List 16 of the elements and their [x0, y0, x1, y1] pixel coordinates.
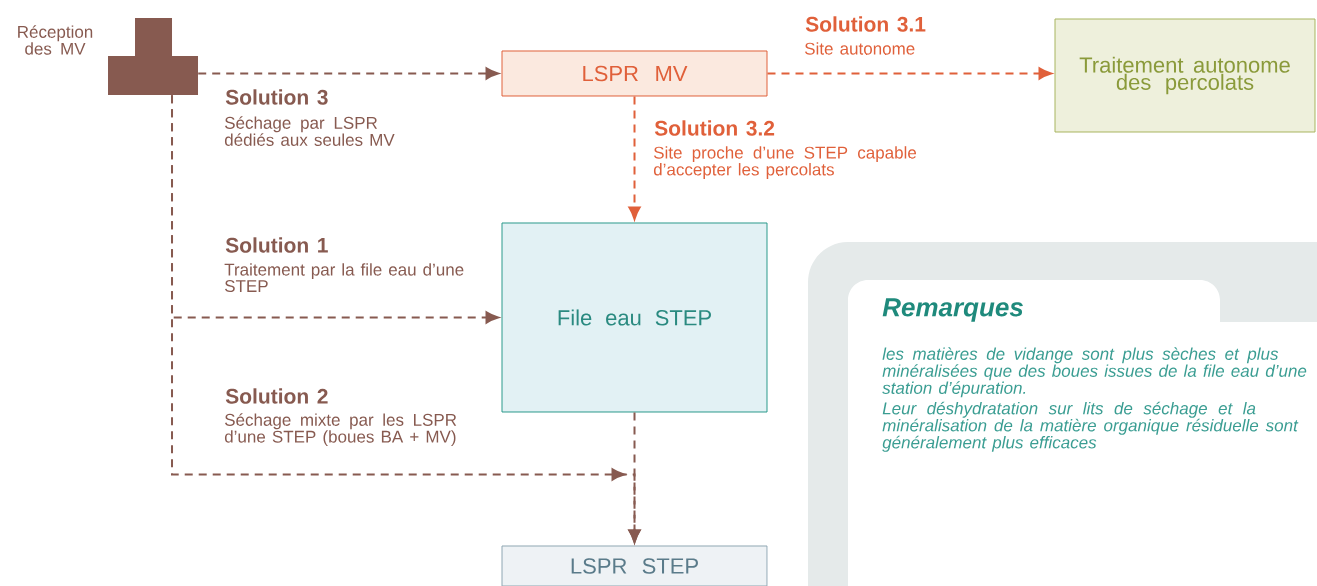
reception-block	[108, 18, 198, 95]
process-box: LSPR MV	[501, 50, 768, 97]
remark-paragraph: Leur déshydratation sur lits de séchage et la minéralisation de la matière organique résiduelle sont généralement plus efficaces	[882, 401, 1299, 452]
caption-text: Réception des MV	[18, 25, 93, 55]
edge-label: Solution 3.2	[653, 119, 776, 137]
solution-description: Site autonome	[805, 42, 915, 55]
panel-heading: Remarques	[882, 298, 1023, 322]
edge-label: Solution 3.1	[804, 15, 927, 33]
solution-description: Site proche d’une STEP capable d’accepter les percolats	[653, 146, 917, 179]
remarks-panel	[808, 242, 1317, 586]
solution-description: Séchage mixte par les LSPR d’une STEP (boues BA + MV)	[224, 413, 457, 447]
edge-label: Solution 2	[224, 387, 330, 405]
process-box: Traitement autonome des percolats	[1054, 18, 1316, 133]
process-box: LSPR STEP	[501, 545, 768, 586]
remark-paragraph: les matières de vidange sont plus sèches et plus minéralisées que des boues issues de la file eau d’une station d’épuration.	[882, 347, 1307, 398]
process-box: File eau STEP	[501, 222, 768, 413]
